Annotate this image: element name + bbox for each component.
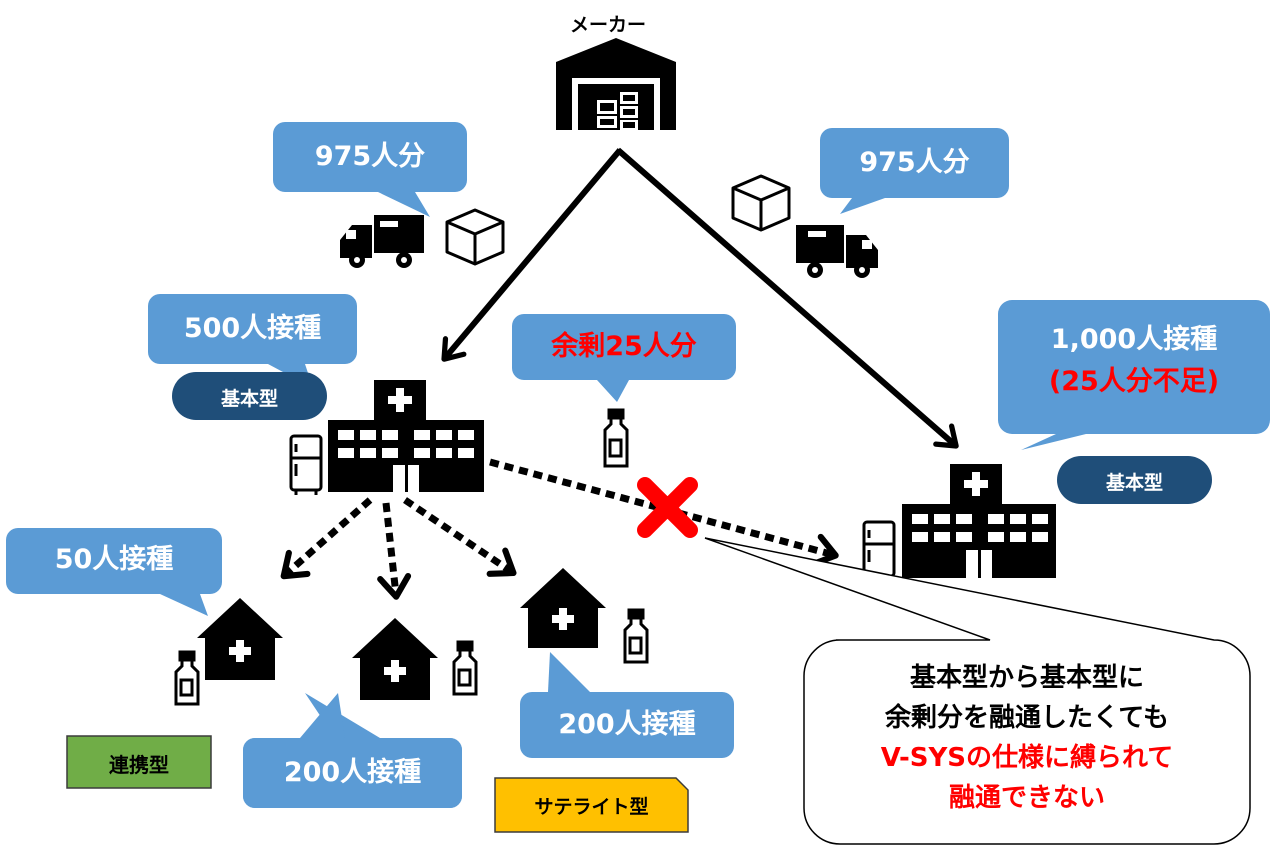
clinic-icon-2 [352, 618, 438, 700]
clinic-3-vaccination: 200人接種 [558, 709, 696, 740]
bubble-left-shipment [273, 122, 467, 217]
dotted-arrows [280, 458, 839, 600]
maker-label: メーカー [570, 14, 647, 36]
box-icon-left [445, 208, 505, 266]
blocked-x-icon [637, 477, 698, 538]
clinic-1-vaccination: 50人接種 [54, 544, 174, 575]
bubble-left-vaccination [148, 294, 357, 388]
bubble-surplus [512, 314, 736, 402]
warehouse-icon [556, 38, 676, 130]
arrow-to-left-hospital [441, 148, 623, 362]
vial-icon-clinic-3 [623, 608, 649, 664]
bubble-clinic-3 [520, 652, 734, 758]
callout-line-4: 融通できない [948, 783, 1105, 813]
dotted-arrow-to-clinic-2 [377, 502, 412, 600]
arrow-to-right-hospital [616, 147, 959, 449]
callout-line-2: 余剰分を融通したくても [885, 703, 1169, 733]
clinic-icon-1 [197, 598, 283, 680]
label-satellite: サテライト型 [534, 796, 649, 818]
right-hospital-shortage: (25人分不足) [1048, 366, 1220, 397]
hospital-icon-left [328, 380, 484, 492]
vial-icon-clinic-2 [452, 640, 478, 696]
left-shipment-amount: 975人分 [314, 141, 426, 172]
dotted-arrow-to-clinic-3 [403, 497, 517, 577]
callout-line-3: V-SYSの仕様に縛られて [880, 743, 1174, 773]
bubble-clinic-2 [243, 693, 462, 808]
right-hospital-type-badge: 基本型 [1105, 472, 1163, 494]
label-renkei-box [66, 735, 212, 789]
left-hospital-vaccination: 500人接種 [183, 313, 322, 344]
badge-right-basic [1057, 456, 1212, 504]
dotted-arrow-to-clinic-1 [280, 497, 373, 580]
label-renkei: 連携型 [109, 753, 169, 777]
clinic-icon-3 [520, 568, 606, 648]
bubble-clinic-1 [6, 528, 222, 616]
label-satellite-box [494, 777, 689, 833]
box-icon-right [731, 174, 791, 232]
badge-left-basic [172, 372, 327, 420]
bubble-right-vaccination [998, 300, 1270, 450]
right-hospital-vaccination: 1,000人接種 [1050, 324, 1218, 355]
shipment-arrows [441, 147, 959, 449]
clinic-2-vaccination: 200人接種 [283, 757, 422, 788]
vial-icon-clinic-1 [174, 650, 200, 706]
bubble-right-shipment [820, 128, 1009, 214]
left-hospital-type-badge: 基本型 [220, 388, 278, 410]
surplus-label: 余剰25人分 [551, 331, 697, 362]
right-shipment-amount: 975人分 [859, 147, 970, 178]
hospital-icon-right [902, 464, 1056, 578]
fridge-icon-left [289, 434, 323, 495]
vial-icon-surplus [603, 408, 629, 468]
truck-icon-right [796, 225, 878, 278]
callout-line-1: 基本型から基本型に [909, 663, 1144, 693]
explanation-callout [704, 537, 1251, 845]
truck-icon-left [340, 215, 424, 268]
